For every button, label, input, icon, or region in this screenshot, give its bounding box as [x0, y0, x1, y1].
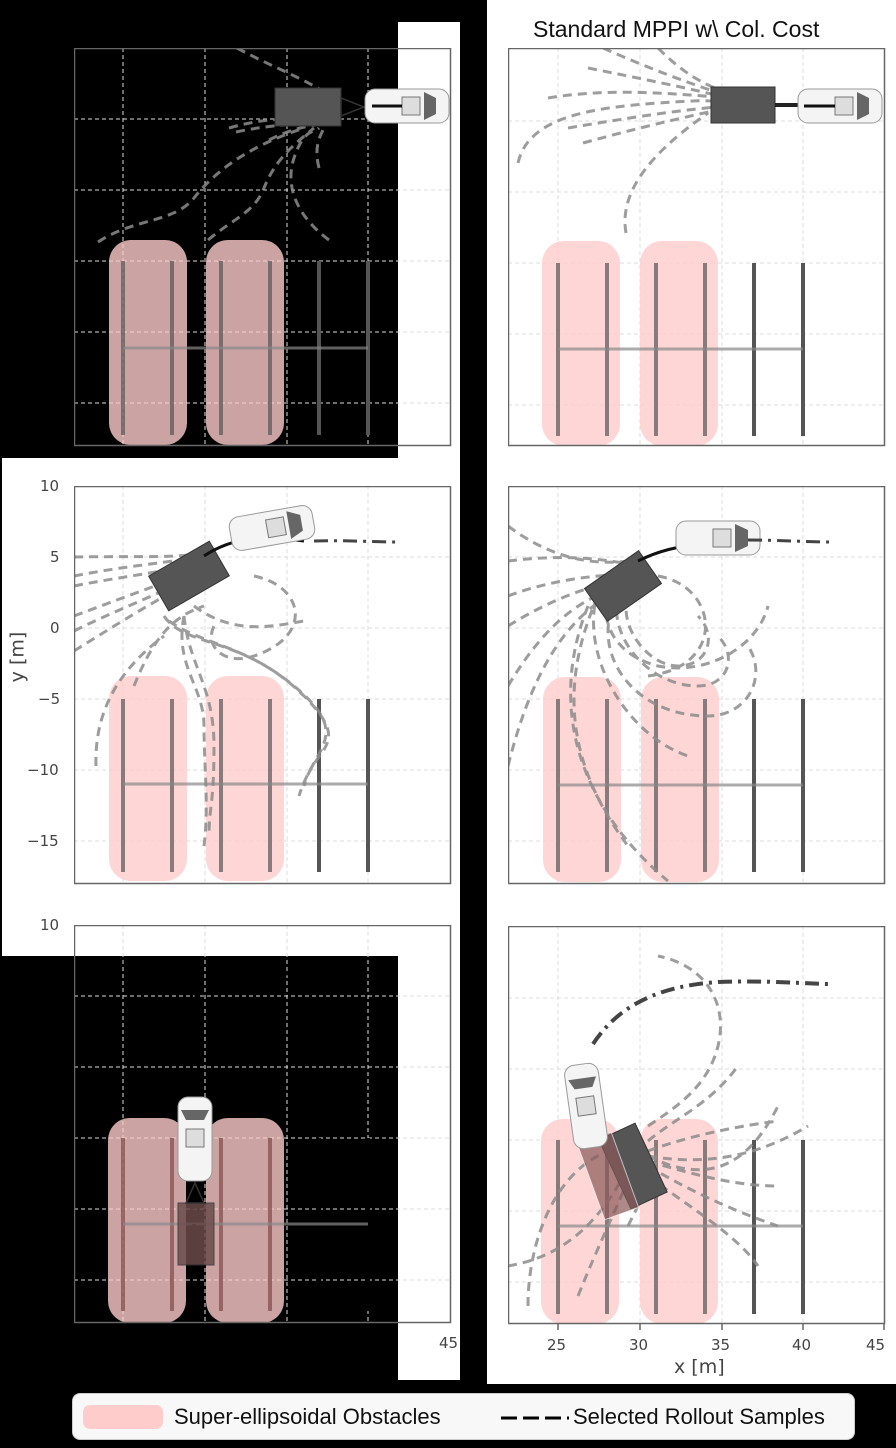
- trailer-icon: [274, 87, 367, 127]
- y-tick-minus5: −5: [38, 690, 61, 708]
- x-tick-40: 40: [792, 1336, 812, 1354]
- legend-label-obstacles: Super-ellipsoidal Obstacles: [174, 1404, 441, 1429]
- car-icon: [364, 88, 450, 124]
- obstacles: [109, 240, 284, 445]
- y-tick-minus15: −15: [27, 832, 59, 850]
- plot-right-top: [508, 48, 886, 448]
- y-tick-10-bottom: 10: [40, 916, 60, 934]
- y-tick-0: 0: [50, 619, 60, 637]
- x-tick-45: 45: [866, 1336, 886, 1354]
- plot-left-top: [74, 48, 452, 448]
- obstacle-legend-swatch: [83, 1405, 163, 1429]
- trailer-icon: [148, 540, 230, 612]
- trailer-icon: [177, 1181, 215, 1266]
- panel-title-right: Standard MPPI w\ Col. Cost: [533, 16, 820, 42]
- dashed-line-legend-icon: [501, 1416, 569, 1420]
- y-tick-minus10: −10: [27, 761, 59, 779]
- plot-left-middle: [74, 486, 452, 886]
- legend: Super-ellipsoidal Obstacles Selected Rol…: [72, 1393, 855, 1440]
- plot-right-bottom: [508, 926, 886, 1331]
- trailer-icon: [583, 549, 663, 623]
- car-icon: [564, 1062, 608, 1150]
- x-tick-25: 25: [547, 1336, 567, 1354]
- y-axis-label: y [m]: [6, 631, 29, 683]
- y-tick-10: 10: [40, 477, 60, 495]
- plot-right-middle: [508, 486, 886, 886]
- car-icon: [797, 88, 883, 124]
- plot-left-bottom: [74, 925, 452, 1325]
- car-icon: [177, 1096, 213, 1182]
- car-icon: [228, 505, 316, 551]
- x-axis-label: x [m]: [674, 1356, 725, 1378]
- x-tick-30: 30: [629, 1336, 649, 1354]
- x-tick-35: 35: [711, 1336, 731, 1354]
- figure-background-left-tail: [398, 956, 460, 1380]
- car-icon: [675, 520, 761, 556]
- x-tick-45-left: 45: [439, 1334, 459, 1352]
- y-tick-5: 5: [50, 548, 60, 566]
- trailer-icon: [710, 86, 776, 124]
- legend-label-rollouts: Selected Rollout Samples: [573, 1404, 825, 1429]
